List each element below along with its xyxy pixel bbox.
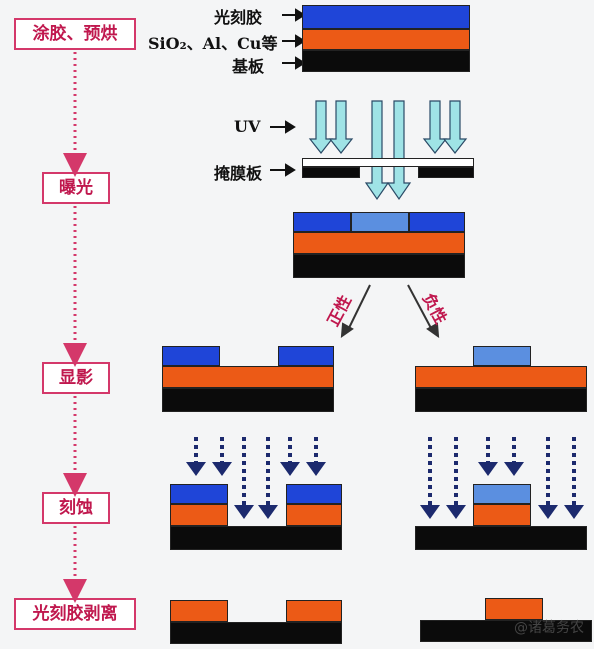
substrate-layer [170, 526, 342, 550]
mask-plate-top [302, 158, 474, 167]
film-layer [415, 366, 587, 388]
photoresist-layer [302, 5, 470, 29]
film-layer [162, 366, 334, 388]
film-block [286, 600, 342, 622]
exposed-resist-region [351, 212, 409, 232]
film-block [170, 600, 228, 622]
mask-plate-right [418, 167, 474, 178]
substrate-layer [415, 526, 587, 550]
uv-arrows [308, 100, 468, 201]
watermark: @诸葛务农 [514, 620, 584, 636]
resist-block [278, 346, 334, 366]
film-block [170, 504, 228, 526]
substrate-layer [415, 388, 587, 412]
resist-block [162, 346, 220, 366]
substrate-layer [302, 50, 470, 72]
film-block [286, 504, 342, 526]
step-resist-strip: 光刻胶剥离 [14, 598, 136, 630]
label-uv: UV [234, 117, 261, 136]
substrate-layer [420, 620, 592, 642]
film-block [485, 598, 543, 620]
substrate-layer [162, 388, 334, 412]
label-photoresist: 光刻胶 [214, 8, 263, 27]
label-mask: 掩膜板 [214, 164, 263, 183]
exposed-resist-left [293, 212, 351, 232]
etch-arrows-left [186, 437, 326, 519]
label-film: SiO₂、Al、Cu等 [148, 34, 278, 53]
etch-arrows-right [420, 437, 584, 519]
label-substrate: 基板 [232, 57, 265, 76]
substrate-layer [170, 622, 342, 644]
step-exposure: 曝光 [42, 172, 110, 204]
exposed-resist-right [409, 212, 465, 232]
film-layer [302, 29, 470, 50]
film-layer [293, 232, 465, 254]
mask-plate-left [302, 167, 360, 178]
step-coat-prebake: 涂胶、预烘 [14, 18, 136, 50]
resist-block [473, 484, 531, 504]
resist-block [170, 484, 228, 504]
step-develop: 显影 [42, 362, 110, 394]
resist-block [286, 484, 342, 504]
substrate-layer [293, 254, 465, 278]
film-block [473, 504, 531, 526]
resist-block [473, 346, 531, 366]
